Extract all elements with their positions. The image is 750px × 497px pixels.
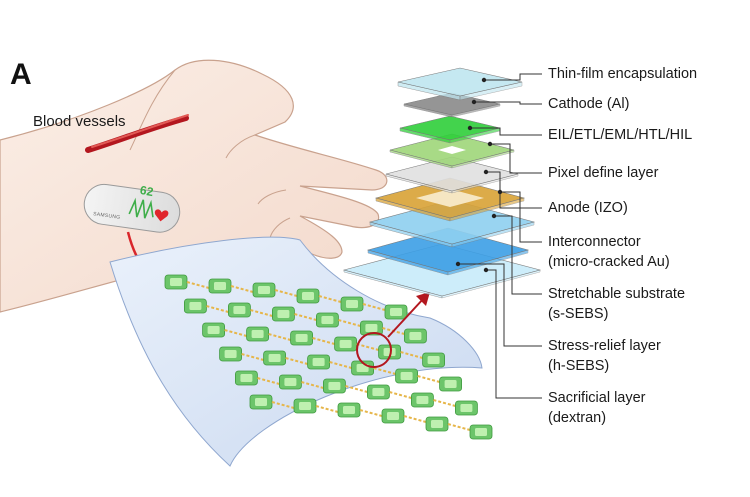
leader-line [487, 141, 542, 174]
layer-label-line1: Stress-relief layer [548, 338, 661, 354]
pixel-unit [183, 298, 229, 314]
leader-line [491, 213, 542, 295]
stack-layer [385, 156, 519, 194]
layer-label-line2: (dextran) [548, 410, 607, 426]
pixel-unit [246, 326, 291, 342]
layer-label-line1: Pixel define layer [548, 165, 659, 181]
stack-layer [399, 115, 501, 144]
pixel-unit [334, 336, 379, 352]
pixel-unit [252, 282, 298, 298]
pixel-unit [227, 302, 273, 318]
layer-label: Anode (IZO) [548, 198, 628, 218]
leader-line [455, 261, 542, 347]
pixel-unit [307, 354, 352, 370]
layer-label-line1: EIL/ETL/EML/HTL/HIL [548, 127, 693, 143]
wearable-display-patch [83, 183, 181, 233]
layer-label: Pixel define layer [548, 163, 658, 183]
layer-label-line1: Thin-film encapsulation [548, 66, 698, 82]
pixel-unit [290, 330, 335, 346]
pixel-unit [340, 296, 386, 312]
pixel-unit [403, 328, 427, 344]
pixel-unit [395, 368, 440, 384]
pixel-unit [439, 376, 463, 392]
layer-label: Sacrificial layer (dextran) [548, 388, 646, 428]
pixel-unit [384, 304, 408, 320]
pixel-unit [234, 370, 280, 386]
pixel-unit [337, 402, 383, 418]
pixel-unit [271, 306, 317, 322]
pixel-unit [322, 378, 368, 394]
pixel-unit [422, 352, 446, 368]
pixel-unit [366, 384, 412, 400]
pixel-unit [315, 312, 361, 328]
panel-label: A [10, 58, 32, 91]
layer-label: Thin-film encapsulation [548, 64, 697, 84]
stack-layer [368, 199, 536, 248]
layer-label-line1: Cathode (Al) [548, 96, 630, 112]
pixel-unit [351, 360, 396, 376]
pixel-unit [219, 346, 264, 362]
leader-line [497, 189, 542, 243]
layer-label: Cathode (Al) [548, 94, 629, 114]
layer-label: Stretchable substrate (s-SEBS) [548, 284, 685, 324]
heart-rate-readout: 62 [138, 182, 155, 200]
stack-layer [389, 133, 515, 169]
layer-label: EIL/ETL/EML/HTL/HIL [548, 125, 692, 145]
layer-label-line2: (s-SEBS) [548, 306, 609, 322]
layer-label-line1: Sacrificial layer [548, 390, 646, 406]
pixel-unit [296, 288, 342, 304]
pixel-unit [425, 416, 471, 432]
leader-line [481, 73, 542, 83]
stack-layer [403, 92, 501, 118]
pixel-unit [381, 408, 427, 424]
leader-line [483, 267, 542, 399]
pixel-unit [293, 398, 339, 414]
pixel-unit [249, 394, 295, 410]
exploded-layer-stack [342, 67, 542, 299]
pixel-unit [378, 344, 423, 360]
layer-label: Interconnector (micro-cracked Au) [548, 232, 670, 272]
leader-lines [455, 73, 542, 399]
pixel-unit [208, 278, 254, 294]
stack-layer [374, 177, 526, 222]
leader-line [471, 99, 542, 105]
stretchable-display-sheet [109, 236, 493, 467]
layer-label-line1: Anode (IZO) [548, 200, 628, 216]
layer-label-line2: (micro-cracked Au) [548, 254, 670, 270]
layer-label-line1: Stretchable substrate [548, 286, 686, 302]
pixel-unit [454, 400, 478, 416]
pixel-unit [410, 392, 456, 408]
pixel-unit [278, 374, 324, 390]
stack-layer [397, 67, 523, 101]
blood-vessels-label: Blood vessels [33, 113, 126, 130]
leader-line [467, 125, 542, 136]
pixel-unit [469, 424, 493, 440]
pixel-unit [164, 274, 210, 290]
layer-label: Stress-relief layer (h-SEBS) [548, 336, 661, 376]
blood-vessel-drawing [85, 114, 189, 153]
layer-label-line2: (h-SEBS) [548, 358, 610, 374]
pixel-unit [263, 350, 308, 366]
stack-layer [366, 227, 530, 276]
magnified-pixel-callout [356, 292, 430, 368]
pixel-unit [202, 322, 247, 338]
layer-label-line1: Interconnector [548, 234, 641, 250]
pixel-array [164, 274, 493, 440]
